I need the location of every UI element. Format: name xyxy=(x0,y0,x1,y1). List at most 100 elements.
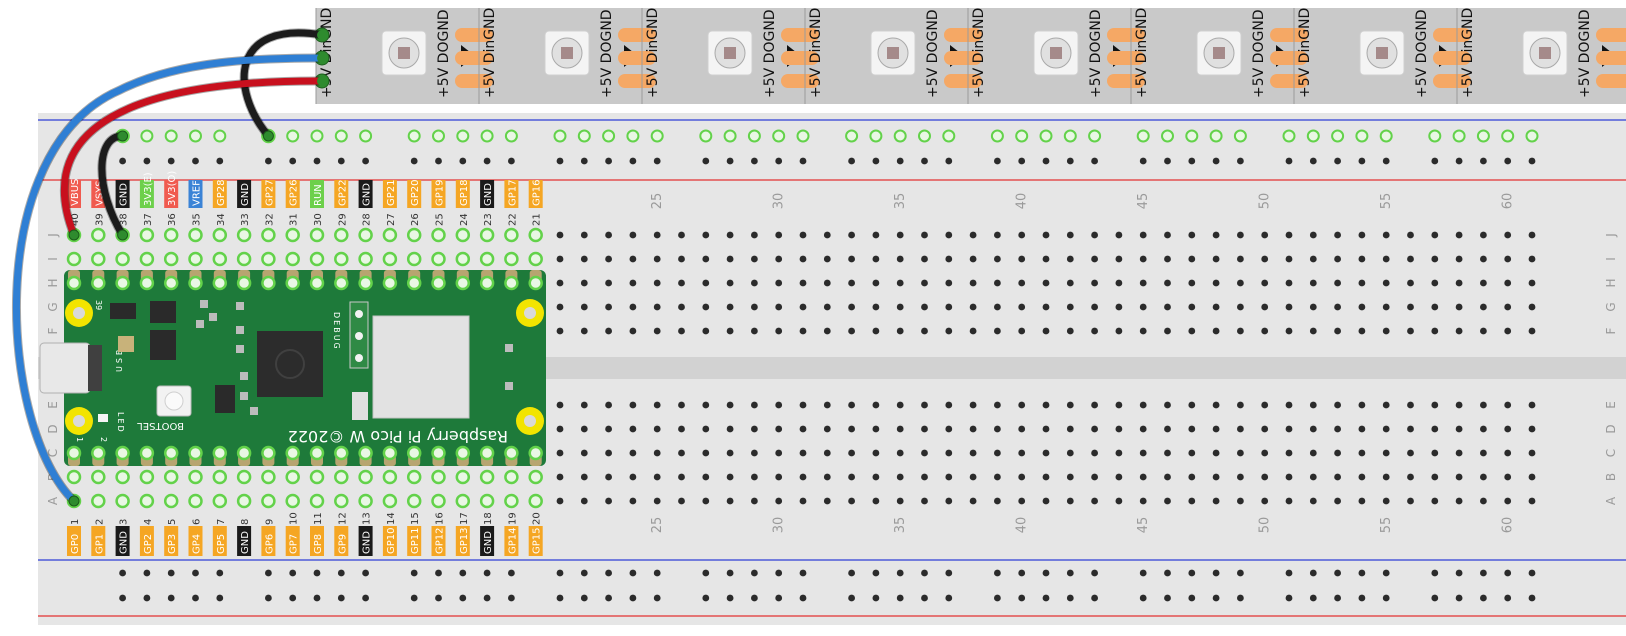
pin-number-top: 24 xyxy=(459,213,470,226)
pin-socket xyxy=(528,227,543,243)
hole xyxy=(1188,327,1196,335)
pin-socket xyxy=(188,251,203,267)
pin-label-bottom: GP15 xyxy=(532,527,543,554)
mounting-hole-center xyxy=(73,415,85,427)
smd-component xyxy=(236,302,244,310)
solder-pad xyxy=(618,74,656,88)
hole xyxy=(1504,327,1512,335)
hole xyxy=(1309,279,1317,287)
row-letter: A xyxy=(1604,496,1618,505)
rail-hole xyxy=(556,569,564,577)
hole xyxy=(921,231,928,239)
pin-socket xyxy=(479,275,495,291)
rail-hole xyxy=(1528,569,1536,577)
pin-socket xyxy=(382,275,398,291)
pin-socket xyxy=(285,445,300,461)
pin-label-bottom: GP12 xyxy=(435,527,446,554)
hole xyxy=(1115,449,1123,457)
hole xyxy=(1237,327,1244,335)
pin-label-top: 3V3(O) xyxy=(167,171,178,206)
hole xyxy=(678,425,685,433)
solder-pad xyxy=(1270,28,1308,42)
rail-hole xyxy=(192,594,199,602)
hole xyxy=(775,473,783,481)
rail-hole xyxy=(1480,157,1487,165)
rail-socket xyxy=(140,129,154,143)
hole xyxy=(1358,279,1366,287)
solder-pad xyxy=(781,28,819,42)
rail-socket xyxy=(1136,129,1150,143)
rail-hole xyxy=(1164,569,1171,577)
rail-socket xyxy=(1209,129,1223,143)
rail-hole xyxy=(143,569,151,577)
hole xyxy=(629,231,637,239)
status-led xyxy=(98,414,108,422)
pin-socket xyxy=(163,251,179,267)
rail-socket xyxy=(1039,129,1053,143)
hole xyxy=(629,401,637,409)
pin-socket xyxy=(504,469,519,485)
strip-do-label: +5V DOGND xyxy=(1251,9,1267,98)
hole xyxy=(1455,497,1463,505)
hole xyxy=(848,303,855,311)
hole xyxy=(556,401,564,409)
hole xyxy=(1528,425,1536,433)
usb-connector xyxy=(39,342,91,394)
pin-label-tag xyxy=(504,526,519,556)
hole xyxy=(751,279,758,287)
pin-socket xyxy=(406,469,422,485)
hole xyxy=(1261,255,1269,263)
rail-hole xyxy=(337,569,345,577)
hole xyxy=(945,473,953,481)
hole xyxy=(726,327,734,335)
hole xyxy=(1139,401,1147,409)
rail-hole xyxy=(580,594,588,602)
hole xyxy=(1066,497,1074,505)
hole xyxy=(1334,401,1341,409)
pin-socket xyxy=(358,251,373,267)
hole xyxy=(872,327,880,335)
rail-hole xyxy=(265,594,272,602)
rail-hole xyxy=(872,569,880,577)
pin-number-top: 23 xyxy=(483,213,494,226)
hole xyxy=(848,255,855,263)
column-number: 25 xyxy=(650,193,665,210)
hole xyxy=(799,303,807,311)
hole xyxy=(1237,473,1244,481)
hole xyxy=(1407,279,1414,287)
rail-hole xyxy=(1139,569,1147,577)
hole xyxy=(751,449,758,457)
pin-label-tag xyxy=(455,180,470,208)
rail-socket xyxy=(334,129,348,143)
rail-hole xyxy=(1091,569,1098,577)
pin-label-tag xyxy=(164,526,179,556)
hole xyxy=(1309,303,1317,311)
hole xyxy=(751,303,758,311)
rail-hole xyxy=(362,157,369,165)
row-letter: H xyxy=(46,278,60,287)
pin-number-bottom: 4 xyxy=(143,519,154,525)
smd-component xyxy=(250,407,258,415)
hole xyxy=(799,401,807,409)
hole xyxy=(1091,279,1098,287)
hole xyxy=(629,279,637,287)
hole xyxy=(823,303,831,311)
pin-socket xyxy=(358,275,373,291)
pin-number-bottom: 6 xyxy=(192,519,203,525)
rail-socket xyxy=(480,129,494,143)
solder-pad xyxy=(944,74,982,88)
hole xyxy=(872,401,880,409)
rail-socket xyxy=(189,129,202,143)
rail-hole xyxy=(483,594,491,602)
rail-socket xyxy=(1185,129,1199,143)
rail-hole xyxy=(1212,157,1220,165)
hole xyxy=(629,303,637,311)
hole xyxy=(1115,497,1123,505)
pin-socket xyxy=(431,445,446,461)
pin-label-tag xyxy=(261,526,276,556)
pin-socket xyxy=(91,469,106,485)
hole xyxy=(1358,425,1366,433)
pin-label-tag xyxy=(407,180,422,208)
chip-flash xyxy=(150,330,176,360)
pin-socket xyxy=(334,275,349,291)
